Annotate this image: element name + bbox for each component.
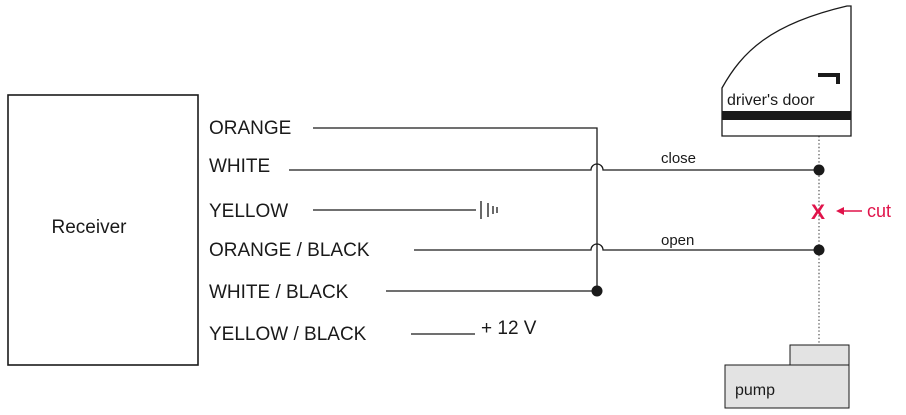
cut-x-mark: X: [811, 201, 825, 224]
wire-white: [289, 163, 819, 171]
wire-label-orange: ORANGE: [209, 118, 291, 139]
plus-12v-label: + 12 V: [481, 318, 537, 339]
drivers-door-label: driver's door: [727, 92, 815, 109]
open-junction-dot: [813, 244, 825, 256]
open-label: open: [661, 232, 694, 249]
wire-label-yellow: YELLOW: [209, 201, 288, 222]
receiver-label: Receiver: [52, 217, 128, 238]
drivers-door: driver's door: [721, 5, 852, 137]
pump-label: pump: [735, 382, 775, 399]
door-handle-icon: [818, 73, 840, 84]
wire-orange-black: [414, 243, 819, 251]
ground-symbol: [480, 201, 498, 219]
wire-label-orange-black: ORANGE / BLACK: [209, 240, 370, 261]
receiver-box: [7, 94, 199, 366]
cut-label: cut: [867, 201, 891, 221]
close-label: close: [661, 150, 696, 167]
wire-label-white: WHITE: [209, 156, 270, 177]
wire-label-yellow-black: YELLOW / BLACK: [209, 324, 367, 345]
close-junction-dot: [813, 164, 825, 176]
cut-arrow-icon: [836, 207, 862, 215]
pump: pump: [724, 344, 850, 409]
wire-label-white-black: WHITE / BLACK: [209, 282, 349, 303]
junction-dot-left: [591, 285, 603, 297]
wire-orange: [313, 127, 598, 291]
